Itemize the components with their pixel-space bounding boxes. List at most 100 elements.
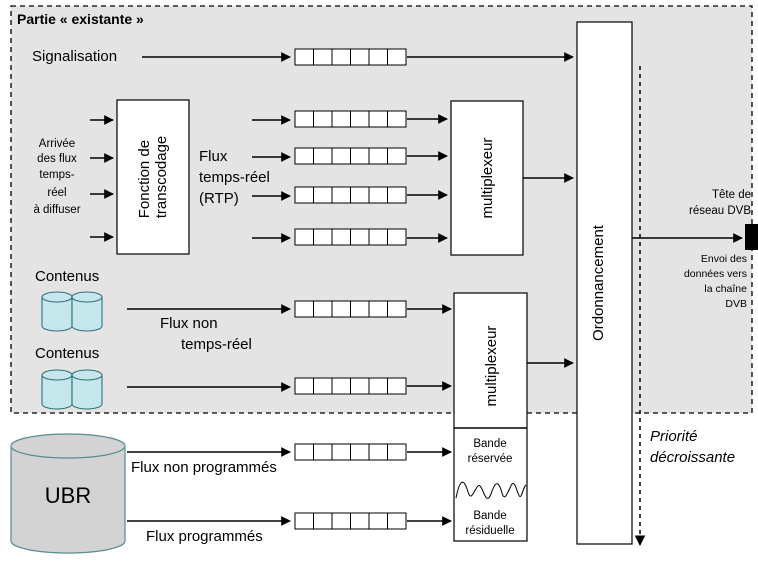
arrival-label: Arrivée des flux temps- réel à diffuser xyxy=(33,138,80,216)
svg-text:temps-réel: temps-réel xyxy=(199,169,270,186)
queue-cell xyxy=(331,443,351,461)
content-database-2 xyxy=(41,369,103,410)
queue-cell xyxy=(368,377,388,395)
queue-cell xyxy=(331,110,351,128)
queue-cell xyxy=(368,186,388,204)
queue-cell xyxy=(294,110,314,128)
queue-cell xyxy=(387,300,407,318)
queue-cell xyxy=(350,110,370,128)
svg-text:à diffuser: à diffuser xyxy=(33,204,80,216)
queue-cell xyxy=(294,228,314,246)
send-data-label: Envoi des données vers la chaîne DVB xyxy=(684,253,747,310)
transcoding-label: Fonction de transcodage xyxy=(136,136,170,219)
unscheduled-flows-label: Flux non programmés xyxy=(131,459,277,476)
queue-cell xyxy=(331,186,351,204)
region-title: Partie « existante » xyxy=(17,11,144,27)
queue-cell xyxy=(387,512,407,530)
queue-buffer xyxy=(294,300,407,318)
queue-cell xyxy=(331,300,351,318)
svg-text:Priorité: Priorité xyxy=(650,428,698,445)
queue-cell xyxy=(313,147,333,165)
queue-cell xyxy=(313,186,333,204)
dvb-head-end-label: Tête de réseau DVB xyxy=(689,189,751,217)
queue-cell xyxy=(387,48,407,66)
queue-cell xyxy=(313,300,333,318)
dvb-head-end-block xyxy=(745,224,758,250)
non-realtime-flows-label: Flux non temps-réel xyxy=(160,315,252,353)
queue-group xyxy=(294,48,407,530)
queue-cell xyxy=(368,300,388,318)
queue-cell xyxy=(294,147,314,165)
scheduler-label: Ordonnancement xyxy=(590,224,607,341)
svg-text:Tête de: Tête de xyxy=(712,189,751,201)
queue-cell xyxy=(294,512,314,530)
svg-text:temps-: temps- xyxy=(39,169,74,181)
queue-cell xyxy=(313,443,333,461)
transcoding-function-box xyxy=(116,99,190,255)
queue-cell xyxy=(331,377,351,395)
svg-text:Arrivée: Arrivée xyxy=(39,138,75,150)
realtime-multiplexer-label: multiplexeur xyxy=(479,138,496,219)
queue-cell xyxy=(331,512,351,530)
contenus-label-2: Contenus xyxy=(35,345,99,362)
queue-cell xyxy=(350,228,370,246)
queue-cell xyxy=(313,48,333,66)
queue-cell xyxy=(331,48,351,66)
queue-cell xyxy=(313,512,333,530)
svg-text:réel: réel xyxy=(47,187,66,199)
queue-buffer xyxy=(294,147,407,165)
scheduled-flows-label: Flux programmés xyxy=(146,528,263,545)
svg-text:réseau DVB: réseau DVB xyxy=(689,205,751,217)
priority-label: Priorité décroissante xyxy=(650,428,735,466)
queue-buffer xyxy=(294,228,407,246)
contenus-label-1: Contenus xyxy=(35,268,99,285)
queue-cell xyxy=(368,512,388,530)
queue-cell xyxy=(313,228,333,246)
queue-cell xyxy=(387,228,407,246)
queue-cell xyxy=(294,300,314,318)
non-realtime-multiplexer-box xyxy=(453,292,528,542)
svg-text:(RTP): (RTP) xyxy=(199,190,239,207)
scheduler-box xyxy=(576,21,633,545)
svg-text:Envoi des: Envoi des xyxy=(701,253,747,265)
non-realtime-multiplexer-label: multiplexeur xyxy=(483,326,500,407)
svg-text:des flux: des flux xyxy=(37,153,77,165)
svg-text:DVB: DVB xyxy=(725,298,747,310)
queue-cell xyxy=(350,443,370,461)
svg-text:la chaîne: la chaîne xyxy=(704,283,747,295)
queue-cell xyxy=(368,110,388,128)
queue-cell xyxy=(387,147,407,165)
queue-buffer xyxy=(294,377,407,395)
svg-text:temps-réel: temps-réel xyxy=(181,336,252,353)
queue-cell xyxy=(387,110,407,128)
ubr-label: UBR xyxy=(45,483,91,508)
queue-buffer xyxy=(294,48,407,66)
queue-cell xyxy=(350,377,370,395)
svg-text:Bande: Bande xyxy=(473,510,506,522)
svg-text:Bande: Bande xyxy=(473,438,506,450)
queue-cell xyxy=(387,186,407,204)
queue-cell xyxy=(350,48,370,66)
queue-buffer xyxy=(294,443,407,461)
queue-cell xyxy=(350,512,370,530)
queue-cell xyxy=(368,147,388,165)
queue-cell xyxy=(331,147,351,165)
svg-text:données vers: données vers xyxy=(684,268,747,280)
queue-cell xyxy=(387,443,407,461)
realtime-flows-label: Flux temps-réel (RTP) xyxy=(199,148,270,207)
svg-text:Flux non: Flux non xyxy=(160,315,218,332)
svg-text:décroissante: décroissante xyxy=(650,449,735,466)
residual-band-wave xyxy=(455,481,527,499)
queue-cell xyxy=(368,228,388,246)
queue-cell xyxy=(368,443,388,461)
signalisation-label: Signalisation xyxy=(32,48,117,65)
queue-cell xyxy=(350,186,370,204)
svg-text:réservée: réservée xyxy=(468,453,513,465)
queue-cell xyxy=(368,48,388,66)
queue-cell xyxy=(294,443,314,461)
queue-cell xyxy=(294,48,314,66)
queue-cell xyxy=(331,228,351,246)
svg-text:résiduelle: résiduelle xyxy=(465,525,514,537)
queue-cell xyxy=(294,186,314,204)
ubr-database xyxy=(10,433,126,554)
